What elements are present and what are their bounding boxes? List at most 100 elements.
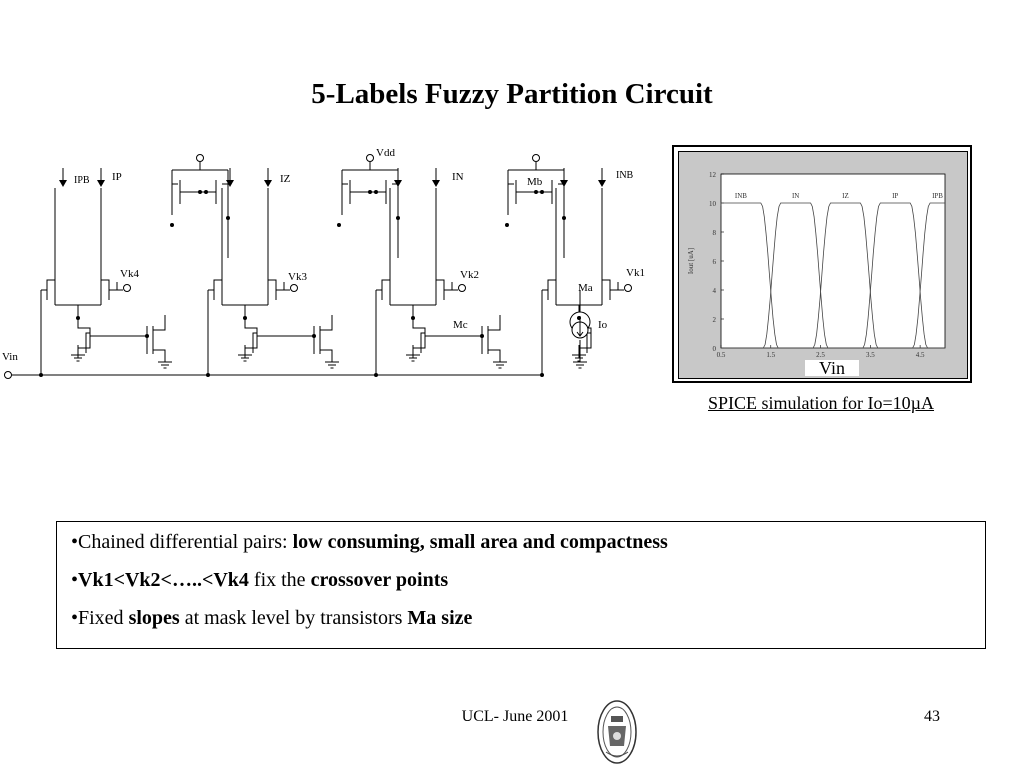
label-vk4: Vk4 <box>120 268 139 280</box>
bullet-3-segment-3: at mask level by transistors <box>179 607 408 629</box>
pair-tail <box>390 304 436 318</box>
y-tick-label: 8 <box>713 229 717 237</box>
circuit-node <box>480 334 484 338</box>
page-number: 43 <box>924 708 940 725</box>
pair-gate-right <box>436 279 458 300</box>
y-tick-label: 0 <box>713 345 717 353</box>
bullet-box: •Chained differential pairs: low consumi… <box>56 521 986 649</box>
series-label-ip: IP <box>892 192 898 200</box>
page-title: 5-Labels Fuzzy Partition Circuit <box>311 78 713 110</box>
circuit-node <box>39 373 43 377</box>
label-vk3: Vk3 <box>288 271 307 283</box>
x-tick-label: 0.5 <box>717 351 726 359</box>
pair-gate-left <box>207 279 222 375</box>
ground-symbol <box>325 352 339 369</box>
series-line-ip <box>862 202 928 349</box>
mirror-supply <box>508 162 564 171</box>
terminal-node <box>196 154 204 162</box>
series-label-inb: INB <box>735 192 747 200</box>
circuit-node <box>204 190 208 194</box>
series-line-ipb <box>912 202 945 349</box>
x-axis-label: Vin <box>819 358 845 378</box>
current-arrow <box>432 180 440 187</box>
plot-area <box>720 173 946 349</box>
tail-mirror <box>313 315 333 358</box>
tail-mirror <box>146 315 166 358</box>
footer-date: UCL- June 2001 <box>461 708 569 725</box>
pair-gate-right <box>602 279 624 300</box>
circuit-node <box>198 190 202 194</box>
y-tick-label: 10 <box>709 200 717 208</box>
university-seal-icon <box>597 700 637 764</box>
mirror-drain <box>171 184 229 218</box>
mirror-drain <box>507 184 565 218</box>
bullet-3-segment-1: •Fixed <box>71 607 129 629</box>
bullet-3-segment-4: Ma size <box>407 607 473 629</box>
circuit-node <box>337 223 341 227</box>
terminal-node <box>624 284 632 292</box>
mirror-pmos <box>171 170 229 204</box>
current-arrow <box>598 180 606 187</box>
bullet-2-segment-3: fix the <box>248 569 311 591</box>
pair-tail <box>222 304 268 318</box>
circuit-node <box>562 216 566 220</box>
y-tick-label: 6 <box>713 258 717 266</box>
pair-gate-right <box>268 279 290 300</box>
circuit-node <box>411 316 415 320</box>
y-axis-label: Iout [uA] <box>687 248 695 274</box>
series-label-in: IN <box>792 192 799 200</box>
mirror-supply <box>342 162 398 171</box>
pair-gate-left <box>375 279 390 375</box>
circuit-node <box>368 190 372 194</box>
circuit-node <box>540 373 544 377</box>
bullet-1-segment-1: •Chained differential pairs: <box>71 531 293 553</box>
bullet-2-segment-1: • <box>71 569 79 591</box>
bullet-1: •Chained differential pairs: low consumi… <box>71 530 971 554</box>
circuit-node <box>206 373 210 377</box>
circuit-node <box>540 190 544 194</box>
y-tick-label: 12 <box>709 171 717 179</box>
series-label-iz: IZ <box>842 192 849 200</box>
bullet-2-segment-4: crossover points <box>310 569 449 591</box>
terminal-node <box>366 154 374 162</box>
mirror-drain <box>341 184 399 218</box>
label-vk2: Vk2 <box>460 269 479 281</box>
ground-symbol <box>493 352 507 369</box>
label-vk1: Vk1 <box>626 267 645 279</box>
current-arrow <box>59 180 67 187</box>
bullet-3: •Fixed slopes at mask level by transisto… <box>71 606 971 630</box>
pair-tail <box>55 304 101 318</box>
current-arrow <box>560 180 568 187</box>
x-tick-label: 2.5 <box>816 351 825 359</box>
mirror-supply <box>172 162 228 171</box>
label-vin: Vin <box>2 351 18 363</box>
tail-transistor <box>244 318 258 358</box>
pair-gate-left <box>40 279 55 375</box>
ground-symbol <box>406 345 420 362</box>
circuit-node <box>505 223 509 227</box>
label-mc: Mc <box>453 319 468 331</box>
label-ipb: IPB <box>74 175 90 186</box>
pair-gate-right <box>101 279 123 300</box>
y-tick-label: 2 <box>713 316 717 324</box>
ground-symbol <box>573 352 587 369</box>
tail-mirror <box>481 315 501 358</box>
circuit-node <box>577 316 581 320</box>
terminal-node <box>290 284 298 292</box>
current-arrow <box>264 180 272 187</box>
tail-transistor <box>77 318 91 358</box>
ground-symbol <box>71 345 85 362</box>
circuit-node <box>76 316 80 320</box>
bullet-1-segment-2: low consuming, small area and compactnes… <box>292 531 668 553</box>
bullet-2-segment-2: Vk1<Vk2<…..<Vk4 <box>78 569 249 591</box>
label-mb: Mb <box>527 176 543 188</box>
current-arrow <box>97 180 105 187</box>
series-line-inb <box>720 202 779 349</box>
label-inb: INB <box>616 170 634 181</box>
tail-transistor <box>412 318 426 358</box>
circuit-node <box>243 316 247 320</box>
y-tick-label: 4 <box>713 287 717 295</box>
